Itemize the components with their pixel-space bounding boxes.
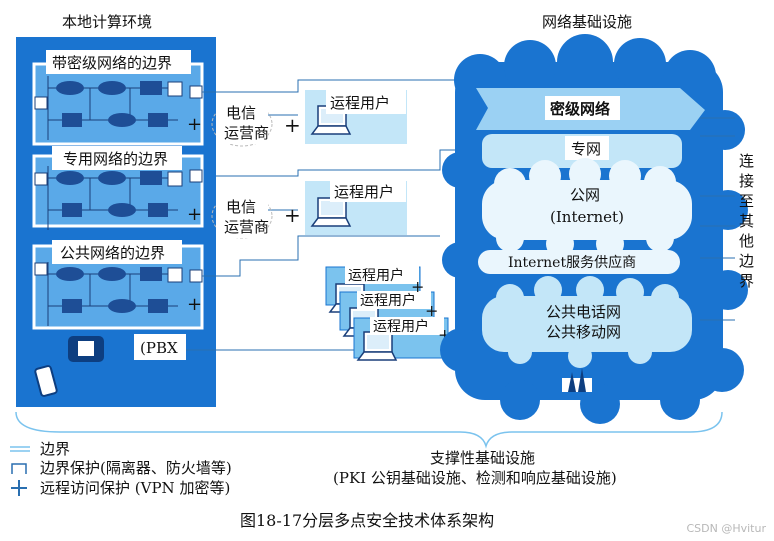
support-title: 支撑性基础设施	[430, 449, 535, 467]
internet-label: (Internet)	[550, 208, 624, 226]
remote-access-icon: +	[187, 294, 202, 315]
telecom-label: 运营商	[224, 218, 269, 236]
svg-text:运程用户: 运程用户	[360, 292, 416, 309]
telecom-carrier	[216, 96, 268, 144]
connection-stubs	[700, 117, 735, 321]
telecom-label: 电信	[226, 198, 256, 216]
watermark: CSDN @Hvitur	[686, 522, 766, 535]
remote-access-icon: +	[187, 204, 202, 225]
classified-boundary	[32, 62, 204, 146]
phone-network-label: 公共电话网	[546, 303, 621, 321]
private-network-label: 专网	[571, 140, 601, 158]
support-brace	[15, 411, 723, 449]
svg-text:运程用户: 运程用户	[373, 318, 429, 335]
svg-text:运程用户: 运程用户	[348, 267, 404, 284]
mobile-phone-icon	[34, 365, 58, 397]
svg-text:至: 至	[739, 192, 754, 210]
infra-title: 网络基础设施	[542, 13, 632, 31]
legend-boundary-protection: 边界保护(隔离器、防火墙等)	[40, 459, 232, 477]
figure-caption: 图18-17分层多点安全技术体系架构	[240, 511, 494, 530]
mobile-network-label: 公共移动网	[546, 323, 621, 341]
classified-boundary-label: 带密级网络的边界	[52, 54, 172, 72]
legend-boundary: 边界	[40, 440, 70, 458]
svg-text:其: 其	[739, 212, 754, 230]
remote-access-icon: +	[284, 203, 301, 227]
svg-text:他: 他	[739, 232, 754, 250]
remote-user-label: 运程用户	[330, 94, 390, 112]
svg-text:界: 界	[739, 272, 754, 290]
remote-access-icon: +	[187, 114, 202, 135]
boundary-protection-icon	[189, 169, 203, 183]
base-station-icon	[562, 368, 592, 392]
public-network-label: 公网	[570, 186, 600, 204]
telecom-carrier	[216, 190, 268, 238]
svg-text:+: +	[411, 277, 424, 296]
support-subtitle: (PKI 公钥基础设施、检测和响应基础设施)	[333, 469, 617, 487]
telecom-label: 电信	[226, 104, 256, 122]
legend-remote-access: 远程访问保护 (VPN 加密等)	[40, 479, 230, 497]
pbx-label: (PBX	[140, 339, 178, 357]
svg-text:接: 接	[739, 172, 754, 190]
boundary-protection-icon	[34, 172, 48, 186]
phone-mobile-cloud	[482, 276, 692, 368]
legend: 边界 边界保护(隔离器、防火墙等) 远程访问保护 (VPN 加密等)	[10, 440, 232, 497]
boundary-protection-icon	[189, 85, 203, 99]
remote-access-icon: +	[284, 113, 301, 137]
boundary-protection-icon	[34, 96, 48, 110]
remote-user-stack: 运程用户 运程用户 运程用户 + + +	[325, 266, 451, 361]
svg-text:+: +	[425, 301, 438, 320]
isp-label: Internet服务供应商	[508, 254, 636, 271]
private-boundary-label: 专用网络的边界	[63, 150, 168, 168]
boundary-protection-icon	[189, 269, 203, 283]
local-env-title: 本地计算环境	[62, 13, 152, 31]
classified-network-label: 密级网络	[550, 100, 610, 118]
isp-band	[478, 250, 680, 274]
svg-text:边: 边	[739, 252, 754, 270]
remote-user-label: 运程用户	[334, 183, 394, 201]
connect-other-boundaries-label: 连 接 至 其 他 边 界	[739, 152, 754, 290]
telecom-label: 运营商	[224, 124, 269, 142]
public-boundary-label: 公共网络的边界	[60, 244, 165, 262]
svg-text:连: 连	[739, 152, 754, 170]
boundary-protection-icon	[34, 262, 48, 276]
